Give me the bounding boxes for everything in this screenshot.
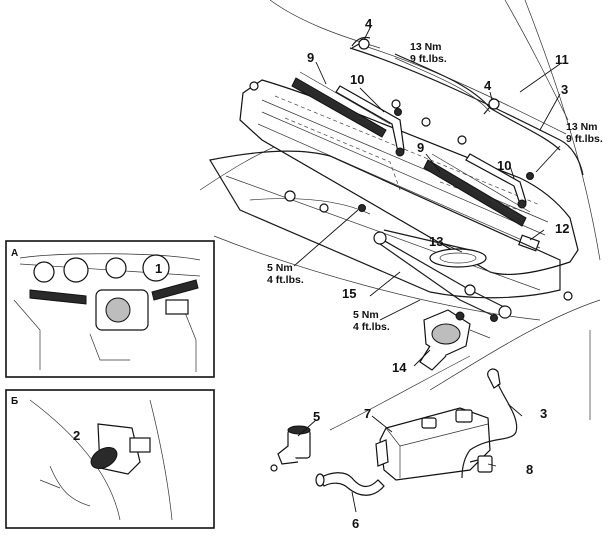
clip-right	[483, 98, 500, 115]
washer-hose-lower	[315, 472, 385, 496]
wiper-blade-left	[291, 71, 391, 138]
callout-14: 14	[392, 360, 407, 375]
callout-3-hose: 3	[540, 406, 547, 421]
callout-5: 5	[313, 409, 320, 424]
inset-a: A	[5, 240, 215, 378]
washer-pump	[270, 425, 311, 472]
torque-4-nm: 5 Nm	[353, 309, 379, 321]
torque-1-nm: 13 Nm	[410, 41, 442, 53]
torque-1-ftlbs: 9 ft.lbs.	[410, 53, 447, 65]
washer-reservoir	[375, 407, 491, 481]
callout-labels: 1 2 3 3 4 4 5 6 7 8 9 9 10 10 11 12 13 1…	[73, 16, 569, 531]
inset-a-tag: A	[11, 248, 18, 259]
callout-10-left: 10	[350, 72, 364, 87]
inset-b-tag: Б	[11, 396, 18, 407]
wiper-blade-right	[423, 153, 531, 227]
wiper-linkage	[373, 229, 512, 319]
washer-hose-reservoir	[461, 368, 518, 479]
fasteners	[249, 81, 573, 322]
washer-level-sensor	[469, 455, 493, 473]
wiper-arm-left	[335, 85, 405, 157]
windshield-glass	[349, 43, 584, 176]
leader-lines	[293, 27, 561, 513]
washer-hose-top	[351, 36, 561, 151]
vehicle-body-outline	[199, 0, 601, 431]
callout-6: 6	[352, 516, 359, 531]
callout-4-right: 4	[484, 78, 492, 93]
torque-2-ftlbs: 9 ft.lbs.	[566, 133, 603, 145]
torque-labels: 13 Nm 9 ft.lbs. 13 Nm 9 ft.lbs. 5 Nm 4 f…	[267, 41, 603, 333]
callout-3-top: 3	[561, 82, 568, 97]
callout-4-left: 4	[365, 16, 373, 31]
wiper-arm-right	[465, 153, 527, 209]
callout-2: 2	[73, 428, 80, 443]
callout-9-left: 9	[307, 50, 314, 65]
callout-15: 15	[342, 286, 356, 301]
clip-left	[351, 38, 370, 50]
callout-1: 1	[155, 261, 162, 276]
callout-13: 13	[429, 234, 443, 249]
torque-4-ftlbs: 4 ft.lbs.	[353, 321, 390, 333]
callout-12: 12	[555, 221, 569, 236]
callout-9-right: 9	[417, 140, 424, 155]
callout-7: 7	[364, 406, 371, 421]
inset-b: Б	[5, 389, 215, 529]
callout-10-right: 10	[497, 158, 511, 173]
torque-3-nm: 5 Nm	[267, 262, 293, 274]
torque-2-nm: 13 Nm	[566, 121, 598, 133]
callout-8: 8	[526, 462, 533, 477]
torque-3-ftlbs: 4 ft.lbs.	[267, 274, 304, 286]
callout-11: 11	[555, 52, 569, 67]
wiper-motor	[419, 309, 491, 371]
